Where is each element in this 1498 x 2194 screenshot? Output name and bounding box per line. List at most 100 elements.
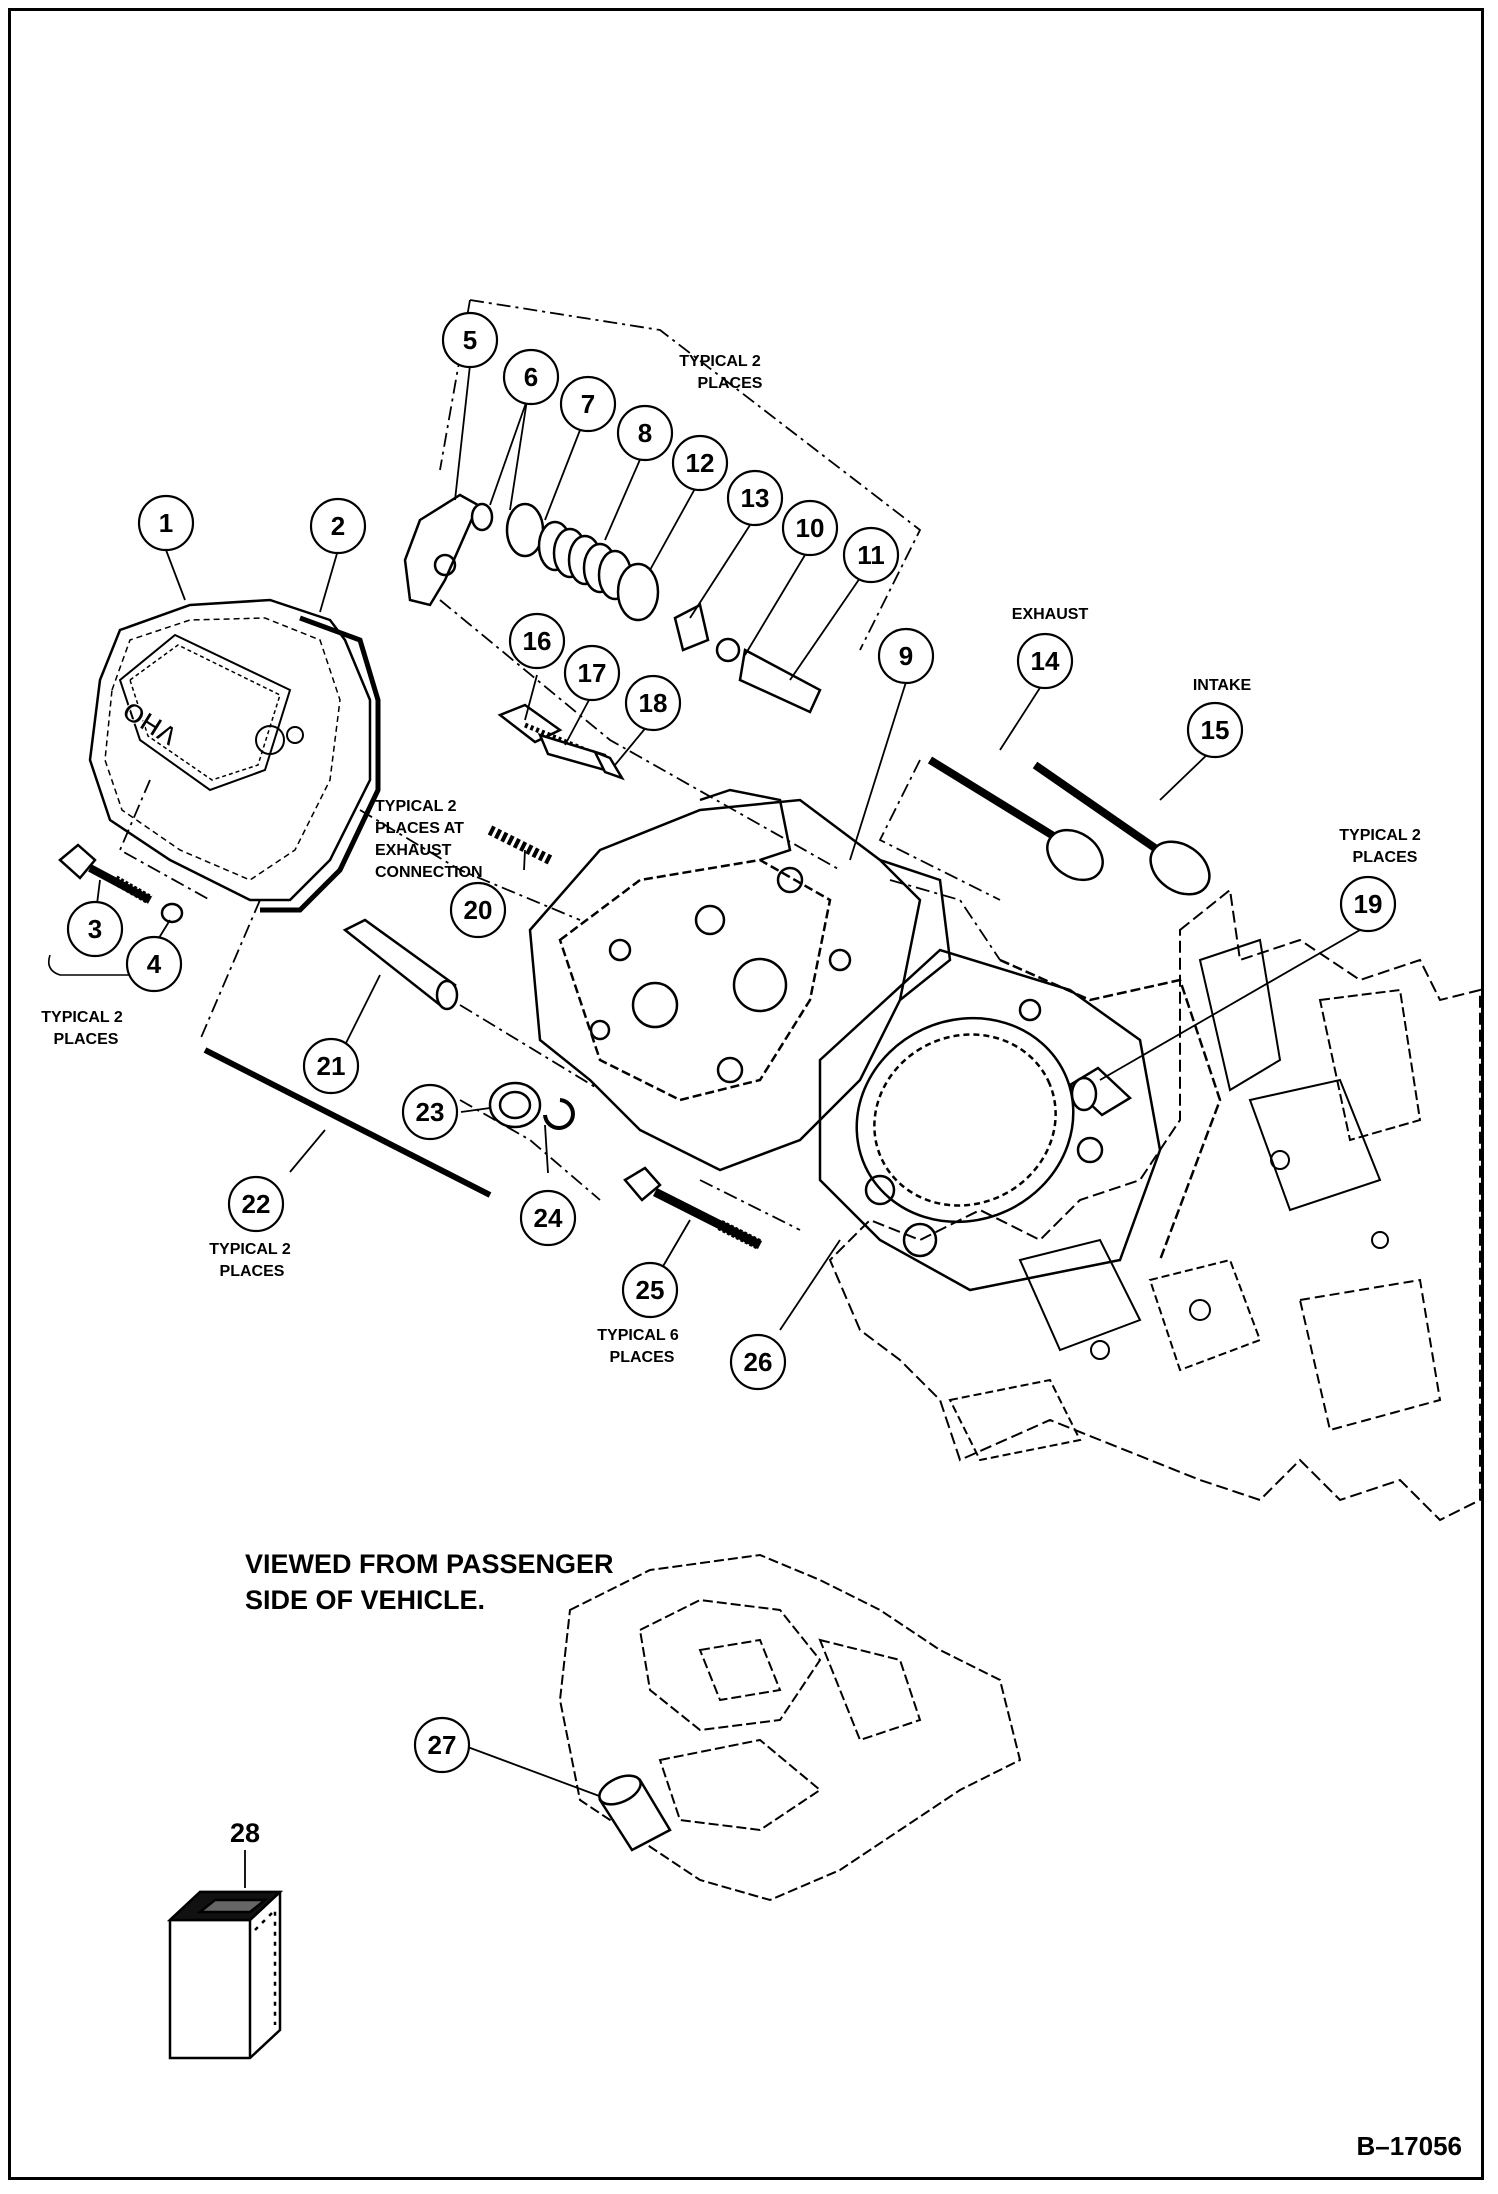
- svg-text:17: 17: [578, 658, 607, 688]
- note-typical-pushrod: TYPICAL 2 PLACES: [209, 1241, 291, 1280]
- svg-text:VIEWED FROM PASSENGER: VIEWED FROM PASSENGER: [245, 1549, 614, 1579]
- svg-text:20: 20: [464, 895, 493, 925]
- callout-2: 2: [309, 497, 367, 555]
- svg-text:PLACES: PLACES: [698, 375, 763, 392]
- svg-text:TYPICAL 6: TYPICAL 6: [597, 1327, 679, 1344]
- callout-22: 22: [227, 1175, 285, 1233]
- note-typical-bolts: TYPICAL 6 PLACES: [597, 1327, 679, 1366]
- svg-text:PLACES AT: PLACES AT: [375, 820, 464, 837]
- svg-text:26: 26: [744, 1347, 773, 1377]
- callout-17: 17: [563, 644, 621, 702]
- callout-12: 12: [671, 434, 729, 492]
- svg-text:TYPICAL 2: TYPICAL 2: [209, 1241, 291, 1258]
- note-typical-left: TYPICAL 2 PLACES: [41, 1009, 123, 1048]
- callout-23: 23: [401, 1083, 459, 1141]
- svg-text:21: 21: [317, 1051, 346, 1081]
- callout-24: 24: [519, 1189, 577, 1247]
- callout-8: 8: [616, 404, 674, 462]
- svg-text:15: 15: [1201, 715, 1230, 745]
- svg-text:PLACES: PLACES: [1353, 849, 1418, 866]
- svg-text:19: 19: [1354, 889, 1383, 919]
- dowel-pin: [342, 918, 459, 1011]
- callout-25: 25: [621, 1261, 679, 1319]
- svg-text:8: 8: [638, 418, 652, 448]
- callout-10: 10: [781, 499, 839, 557]
- valve-spring-stack: [470, 502, 822, 714]
- svg-text:27: 27: [428, 1730, 457, 1760]
- svg-text:PLACES: PLACES: [54, 1031, 119, 1048]
- sealant-box: [166, 1890, 284, 2060]
- svg-text:4: 4: [147, 949, 162, 979]
- note-typical-top: TYPICAL 2 PLACES: [679, 353, 763, 392]
- svg-text:16: 16: [523, 626, 552, 656]
- pushrod: [203, 1047, 492, 1198]
- callout-20: 20: [449, 881, 507, 939]
- svg-text:13: 13: [741, 483, 770, 513]
- drawing-border: [8, 8, 1484, 2180]
- callout-16: 16: [508, 612, 566, 670]
- svg-text:7: 7: [581, 389, 595, 419]
- callout-18: 18: [624, 674, 682, 732]
- callout-7: 7: [559, 375, 617, 433]
- inset-bushing: [598, 1774, 672, 1852]
- callout-6: 6: [502, 348, 560, 406]
- callout-13: 13: [726, 469, 784, 527]
- svg-text:14: 14: [1031, 646, 1060, 676]
- drawing-code: B–17056: [1356, 2131, 1462, 2161]
- svg-text:5: 5: [463, 325, 477, 355]
- callout-9: 9: [877, 627, 935, 685]
- exhaust-valve: [927, 756, 1104, 882]
- svg-text:18: 18: [639, 688, 668, 718]
- head-bolt: [623, 1166, 763, 1250]
- seal-and-clip: [488, 1081, 575, 1130]
- cylinder-head: [528, 788, 952, 1172]
- leader-lines: [94, 364, 1361, 1888]
- note-intake: INTAKE: [1193, 677, 1252, 694]
- callout-5: 5: [441, 311, 499, 369]
- callout-15: 15: [1186, 701, 1244, 759]
- svg-text:TYPICAL 2: TYPICAL 2: [375, 798, 457, 815]
- svg-text:PLACES: PLACES: [610, 1349, 675, 1366]
- svg-text:3: 3: [88, 914, 102, 944]
- note-exhaust: EXHAUST: [1012, 606, 1089, 623]
- callout-11: 11: [842, 526, 900, 584]
- svg-text:TYPICAL 2: TYPICAL 2: [679, 353, 761, 370]
- svg-text:10: 10: [796, 513, 825, 543]
- rocker-shaft-parts: [497, 703, 625, 781]
- svg-text:CONNECTION: CONNECTION: [375, 864, 483, 881]
- svg-text:PLACES: PLACES: [220, 1263, 285, 1280]
- cover-bolt: [58, 843, 184, 924]
- svg-text:12: 12: [686, 448, 715, 478]
- rocker-arm: [403, 493, 480, 607]
- svg-text:EXHAUST: EXHAUST: [375, 842, 452, 859]
- callout-14: 14: [1016, 632, 1074, 690]
- callout-21: 21: [302, 1037, 360, 1095]
- svg-text:25: 25: [636, 1275, 665, 1305]
- callout-3: 3: [66, 900, 124, 958]
- svg-text:23: 23: [416, 1097, 445, 1127]
- callout-4: 4: [125, 935, 183, 993]
- note-viewed-from: VIEWED FROM PASSENGER SIDE OF VEHICLE.: [245, 1549, 614, 1615]
- svg-text:TYPICAL 2: TYPICAL 2: [1339, 827, 1421, 844]
- callout-28: 28: [230, 1818, 260, 1848]
- svg-text:SIDE OF VEHICLE.: SIDE OF VEHICLE.: [245, 1585, 485, 1615]
- svg-text:24: 24: [534, 1203, 563, 1233]
- svg-text:2: 2: [331, 511, 345, 541]
- note-typical-right: TYPICAL 2 PLACES: [1339, 827, 1421, 866]
- svg-text:1: 1: [159, 508, 173, 538]
- engine-crankcase: [828, 888, 1481, 1522]
- svg-text:22: 22: [242, 1189, 271, 1219]
- svg-text:11: 11: [857, 540, 885, 570]
- phantom-lines: [118, 299, 1001, 1231]
- callout-19: 19: [1339, 875, 1397, 933]
- callout-26: 26: [729, 1333, 787, 1391]
- cylinder-dowel: [1067, 1066, 1133, 1117]
- cylinder-and-head-gasket: [818, 948, 1222, 1292]
- svg-text:TYPICAL 2: TYPICAL 2: [41, 1009, 123, 1026]
- callout-27: 27: [413, 1716, 471, 1774]
- svg-text:6: 6: [524, 362, 538, 392]
- svg-text:9: 9: [899, 641, 913, 671]
- intake-valve: [1032, 761, 1211, 896]
- callout-1: 1: [137, 494, 195, 552]
